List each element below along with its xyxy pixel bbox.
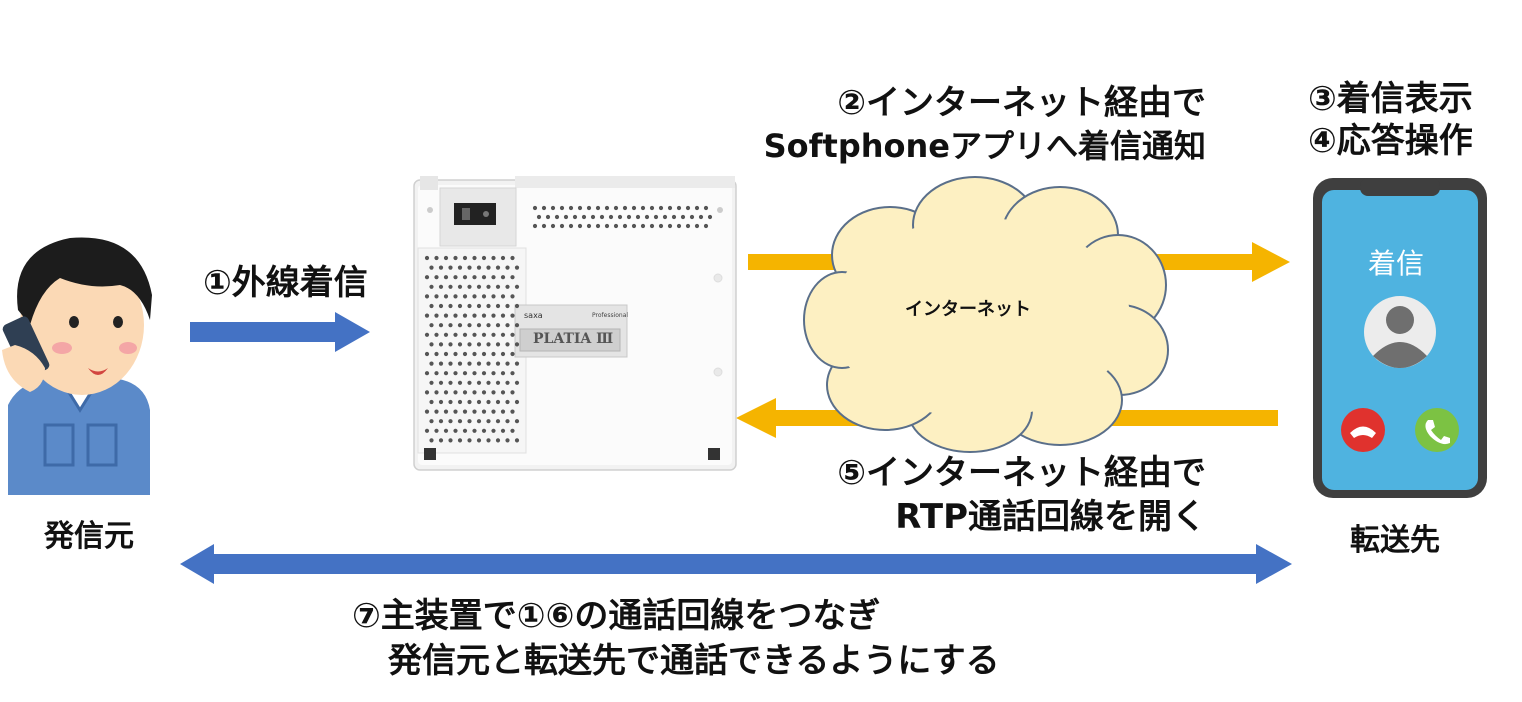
device-grade: Professional (592, 312, 629, 319)
device-brand: saxa (524, 311, 543, 320)
avatar-icon (1364, 296, 1436, 368)
decline-call-icon[interactable] (1341, 408, 1385, 452)
step4-label: ④応答操作 (1308, 121, 1473, 161)
step5-label-line1: ⑤インターネット経由で (837, 453, 1206, 493)
destination-label: 転送先 (1350, 523, 1440, 558)
incoming-call-status: 着信 (1368, 247, 1425, 280)
pbx-device-icon (413, 176, 737, 471)
cloud-label: インターネット (905, 299, 1031, 320)
step3-label: ③着信表示 (1308, 79, 1473, 119)
step7-label-line2: 発信元と転送先で通話できるようにする (388, 641, 1000, 681)
accept-call-icon[interactable] (1415, 408, 1459, 452)
caller-label: 発信元 (44, 519, 134, 554)
step7-label-line1: ⑦主装置で①⑥の通話回線をつなぎ (352, 596, 881, 636)
person-on-phone-icon (2, 237, 152, 495)
step2-label-line2: Softphoneアプリへ着信通知 (763, 127, 1206, 165)
step5-label-line2: RTP通話回線を開く (895, 497, 1206, 537)
step1-label: ①外線着信 (203, 263, 368, 303)
arrow-call-bridge (180, 544, 1292, 584)
step2-label-line1: ②インターネット経由で (837, 83, 1206, 123)
internet-cloud-icon (803, 176, 1169, 453)
arrow-incoming-call (190, 312, 370, 352)
device-model: PLATIA Ⅲ (533, 331, 614, 347)
